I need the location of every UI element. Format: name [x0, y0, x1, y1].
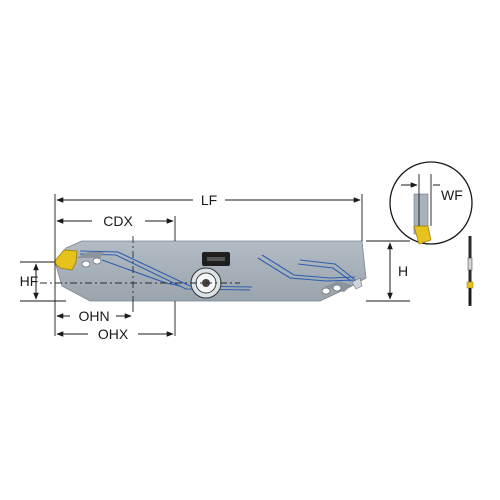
rear-screw-hole-left	[321, 287, 331, 295]
extension-lines	[20, 194, 410, 336]
label-hf: HF	[20, 273, 39, 289]
detail-insert	[413, 225, 432, 245]
front-slot	[76, 252, 104, 258]
label-wf: WF	[441, 187, 463, 203]
dimension-h: H	[387, 242, 408, 300]
detail-view: WF	[389, 161, 473, 245]
label-h: H	[398, 263, 408, 279]
rear-insert	[351, 277, 363, 290]
dimension-lf: LF	[56, 192, 361, 208]
label-lf: LF	[201, 192, 217, 208]
front-screw-hole-left	[81, 260, 91, 268]
cutting-insert	[53, 249, 78, 271]
dimension-ohx: OHX	[56, 326, 174, 342]
side-view-thumbnail	[466, 236, 474, 306]
front-screw-hole-right	[92, 257, 102, 265]
label-ohx: OHX	[98, 326, 129, 342]
label-ohn: OHN	[78, 308, 109, 324]
dimension-hf: HF	[20, 263, 39, 300]
rear-screw-hole-right	[332, 284, 342, 292]
label-cdx: CDX	[103, 213, 133, 229]
tool-body	[53, 240, 367, 302]
dimension-ohn: OHN	[56, 308, 132, 324]
dimension-cdx: CDX	[56, 213, 174, 229]
